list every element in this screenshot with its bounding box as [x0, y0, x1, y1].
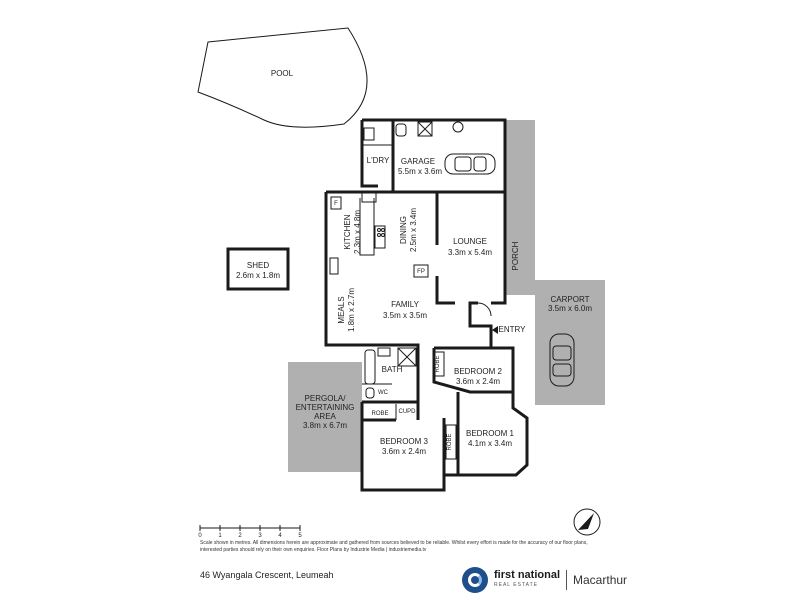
shed-dimensions: 2.6m x 1.8m — [236, 271, 280, 280]
bath-label: BATH — [382, 365, 403, 374]
dining-dimensions: 2.5m x 3.4m — [409, 208, 418, 252]
agency-logo: first national REAL ESTATE Macarthur — [462, 566, 627, 594]
shed-label: SHED — [247, 261, 269, 270]
scale-tick-label: 4 — [278, 533, 282, 539]
kitchen-cooktop — [374, 225, 386, 249]
garage-toilet — [395, 123, 407, 137]
family-label: FAMILY — [391, 300, 420, 309]
bathtub — [364, 349, 376, 385]
scale-bar — [199, 525, 301, 531]
lounge-label: LOUNGE — [453, 237, 487, 246]
entry-door-swing — [477, 302, 492, 317]
family-dimensions: 3.5m x 3.5m — [383, 311, 427, 320]
fridge-label: F — [334, 201, 338, 207]
bedroom2-dimensions: 3.6m x 2.4m — [456, 377, 500, 386]
garage-car — [444, 153, 496, 175]
wc-label: WC — [378, 390, 389, 396]
fireplace-label: FP — [417, 269, 425, 275]
office-name: Macarthur — [573, 573, 628, 587]
north-arrow-icon — [573, 508, 601, 536]
laundry-cupboard-x2 — [417, 121, 433, 137]
garage-dimensions: 5.5m x 3.6m — [398, 167, 442, 176]
bedroom1-label: BEDROOM 1 — [466, 429, 515, 438]
bedroom1-robe-label: ROBE — [447, 433, 453, 450]
kitchen-partition — [359, 198, 375, 256]
carport-dimensions: 3.5m x 6.0m — [548, 304, 592, 313]
meals-dimensions: 1.8m x 2.7m — [347, 288, 356, 332]
scale-tick-label: 0 — [198, 533, 202, 539]
brand-name: first national — [494, 569, 561, 581]
bedroom2-label: BEDROOM 2 — [454, 367, 503, 376]
laundry-cupboard — [417, 121, 433, 137]
property-address: 46 Wyangala Crescent, Leumeah — [200, 570, 334, 580]
scale-tick-label: 5 — [298, 533, 302, 539]
wall-cupboard — [361, 191, 377, 203]
robe-label: ROBE — [371, 411, 388, 417]
fireplace — [413, 264, 429, 278]
bedroom3-dimensions: 3.6m x 2.4m — [382, 447, 426, 456]
pergola-hatch — [288, 362, 362, 472]
dining-label: DINING — [399, 216, 408, 244]
pool-label: POOL — [271, 69, 294, 78]
carport-label: CARPORT — [551, 295, 590, 304]
right-yard-hatch — [505, 120, 535, 295]
bedroom2-robe — [433, 351, 445, 377]
bedroom3-label: BEDROOM 3 — [380, 437, 429, 446]
carport-car — [549, 333, 575, 387]
garage-label: GARAGE — [401, 157, 435, 166]
meals-label: MEALS — [337, 296, 346, 323]
vanity — [377, 347, 391, 357]
wc-toilet — [365, 387, 375, 399]
kitchen-label: KITCHEN — [343, 214, 352, 249]
cupd-label: CUPD — [398, 409, 416, 415]
pergola-label-3: AREA — [314, 412, 336, 421]
scale-tick-label: 1 — [218, 533, 222, 539]
hot-water-unit — [452, 121, 464, 133]
lounge-fireplace-wall — [435, 276, 455, 305]
pergola-dimensions: 3.8m x 6.7m — [303, 421, 347, 430]
entry-arrow — [492, 326, 498, 334]
scale-ticks: 0 1 2 3 4 5 — [198, 533, 302, 539]
first-national-logo-icon — [462, 567, 488, 593]
disclaimer-text: Scale shown in metres. All dimensions he… — [200, 540, 588, 553]
scale-tick-label: 2 — [238, 533, 242, 539]
porch-label: PORCH — [511, 241, 520, 270]
pool-outline — [197, 27, 368, 128]
kitchen-dimensions: 2.3m x 4.8m — [353, 210, 362, 254]
bedroom1-dimensions: 4.1m x 3.4m — [468, 439, 512, 448]
entry-label: ENTRY — [499, 325, 527, 334]
kitchen-fridge — [330, 196, 342, 210]
laundry-tub — [363, 127, 375, 141]
bedroom1-robe — [445, 424, 457, 460]
kitchen-sink — [329, 257, 339, 275]
brand-subtitle: REAL ESTATE — [494, 582, 538, 588]
lounge-dimensions: 3.3m x 5.4m — [448, 248, 492, 257]
scale-tick-label: 3 — [258, 533, 262, 539]
laundry-label: L'DRY — [367, 156, 390, 165]
laundry-walls — [360, 120, 378, 188]
shower — [397, 347, 417, 367]
pergola-label-2: ENTERTAINING — [296, 403, 355, 412]
robe-cupd-walls — [362, 400, 420, 422]
logo-divider — [566, 570, 568, 590]
bedroom2-robe-label: ROBE — [435, 355, 441, 372]
pergola-label-1: PERGOLA/ — [305, 394, 347, 403]
